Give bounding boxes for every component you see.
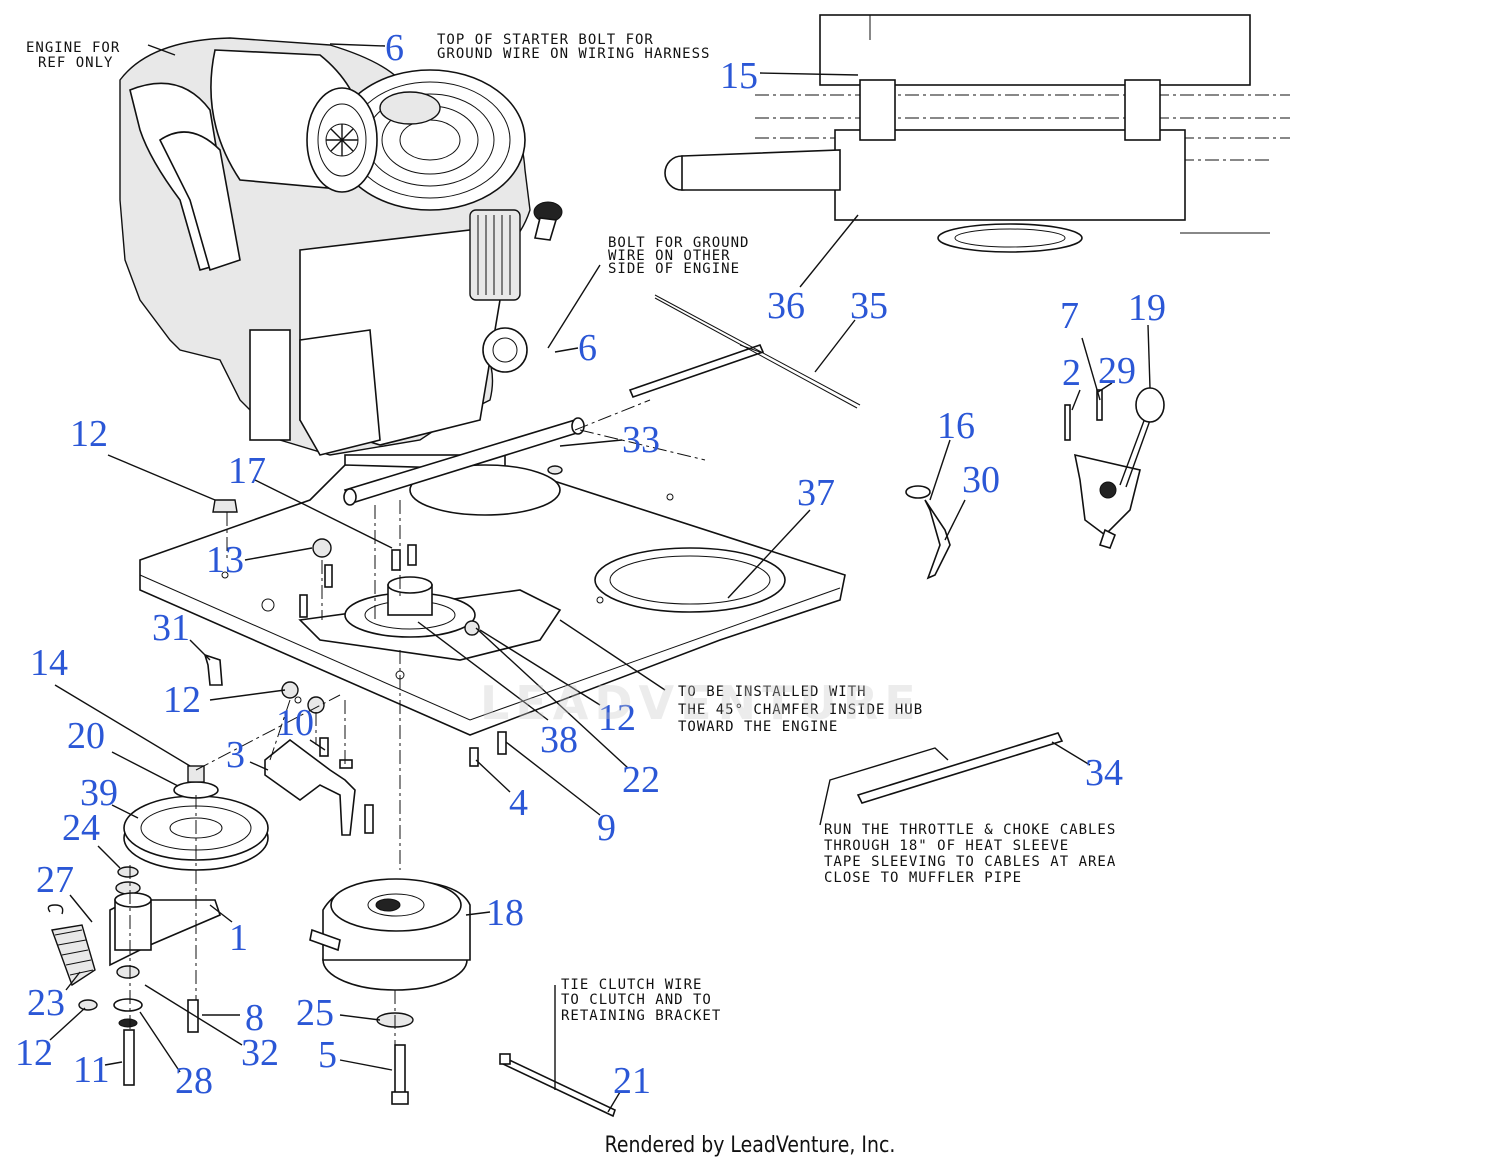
note-engine-ref: REF ONLY	[38, 55, 113, 71]
throttle-lever-assembly	[1064, 387, 1165, 549]
watermark: LEADVENTURE	[480, 676, 922, 730]
note-chamfer: THE 45° CHAMFER INSIDE HUB	[678, 702, 923, 718]
spring-icon	[47, 904, 96, 987]
callout: 2	[1062, 352, 1081, 394]
callout: 28	[175, 1060, 213, 1102]
oil-cap-icon	[533, 201, 563, 241]
callout: 37	[797, 472, 835, 514]
callout: 12	[70, 413, 108, 455]
note-ground-bolt: SIDE OF ENGINE	[608, 261, 740, 277]
callout: 9	[597, 807, 616, 849]
callout: 1	[229, 917, 248, 959]
callout: 15	[720, 55, 758, 97]
note-ground-bolt: BOLT FOR GROUND	[608, 235, 749, 251]
callout: 19	[1128, 287, 1166, 329]
deck-plate	[139, 464, 846, 736]
engine-illustration	[119, 37, 563, 486]
control-rod	[628, 294, 861, 409]
callout: 22	[622, 759, 660, 801]
note-ground-bolt: WIRE ON OTHER	[608, 248, 731, 264]
callout: 23	[27, 982, 65, 1024]
callout: 17	[228, 450, 266, 492]
callout: 7	[1060, 295, 1079, 337]
heat-sleeve	[856, 732, 1064, 804]
callout: 12	[163, 679, 201, 721]
callout: 11	[73, 1049, 110, 1091]
fasteners	[203, 465, 563, 834]
callout: 34	[1085, 752, 1123, 794]
callout: 25	[296, 992, 334, 1034]
note-clutch-wire: TO CLUTCH AND TO	[561, 992, 712, 1008]
callout: 27	[36, 859, 74, 901]
callout: 24	[62, 807, 100, 849]
callout: 5	[318, 1034, 337, 1076]
leader-lines	[49, 43, 1151, 1113]
note-clutch-wire: RETAINING BRACKET	[561, 1008, 721, 1024]
assembly-lines	[129, 399, 706, 1045]
callout: 12	[598, 697, 636, 739]
note-throttle-cables: RUN THE THROTTLE & CHOKE CABLES	[824, 822, 1116, 838]
callout: 10	[276, 702, 314, 744]
cable-tie	[499, 1053, 616, 1118]
callout: 16	[937, 405, 975, 447]
callout: 30	[962, 459, 1000, 501]
note-throttle-cables: THROUGH 18" OF HEAT SLEEVE	[824, 838, 1069, 854]
callout: 3	[226, 734, 245, 776]
callout: 21	[613, 1060, 651, 1102]
callout: 8	[245, 997, 264, 1039]
callout: 38	[540, 719, 578, 761]
electric-clutch	[309, 878, 471, 1105]
callout: 32	[241, 1032, 279, 1074]
callout: 13	[206, 539, 244, 581]
callout: 12	[15, 1032, 53, 1074]
callout: 35	[850, 285, 888, 327]
callout: 29	[1098, 350, 1136, 392]
note-chamfer: TO BE INSTALLED WITH	[678, 684, 867, 700]
note-throttle-cables: TAPE SLEEVING TO CABLES AT AREA	[824, 854, 1116, 870]
callout: 36	[767, 285, 805, 327]
note-chamfer: TOWARD THE ENGINE	[678, 719, 838, 735]
note-starter-bolt: TOP OF STARTER BOLT FOR	[437, 32, 654, 48]
muffler-inset	[664, 14, 1290, 253]
callout: 6	[578, 327, 597, 369]
callout: 14	[30, 642, 68, 684]
callouts: 6 15 36 35 6 7 19 2 29 12 17 33 37 16 30…	[15, 27, 1166, 1102]
note-engine-ref: ENGINE FOR	[26, 40, 120, 56]
note-starter-bolt: GROUND WIRE ON WIRING HARNESS	[437, 46, 710, 62]
callout: 33	[622, 419, 660, 461]
callout: 31	[152, 607, 190, 649]
callout: 18	[486, 892, 524, 934]
bracket	[264, 738, 356, 836]
footer-credit: Rendered by LeadVenture, Inc.	[604, 1133, 896, 1158]
note-clutch-wire: TIE CLUTCH WIRE	[561, 977, 702, 993]
callout: 39	[80, 772, 118, 814]
callout: 6	[385, 27, 404, 69]
notes: ENGINE FOR REF ONLY TOP OF STARTER BOLT …	[26, 32, 1116, 1024]
choke-cable	[905, 485, 951, 580]
callout: 20	[67, 715, 105, 757]
note-throttle-cables: CLOSE TO MUFFLER PIPE	[824, 870, 1022, 886]
callout: 4	[509, 782, 528, 824]
